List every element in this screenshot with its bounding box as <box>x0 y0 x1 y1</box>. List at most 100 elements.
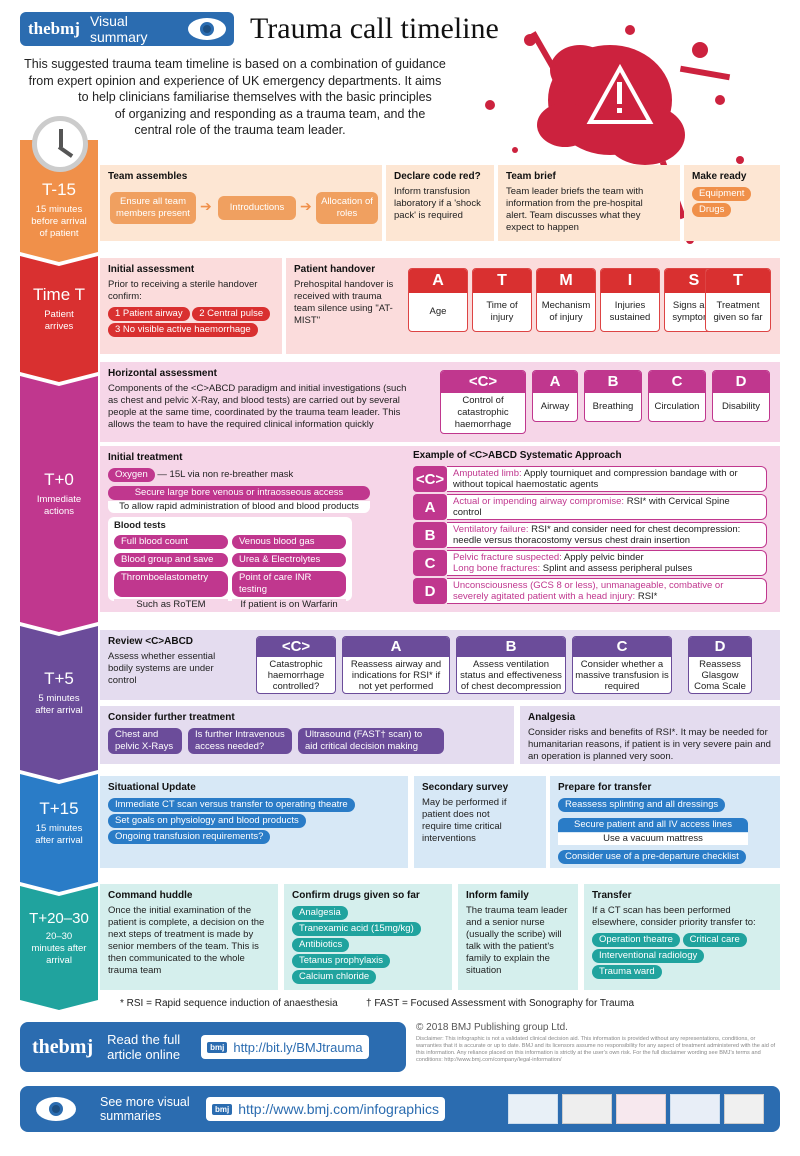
make-ready-panel: Make ready Equipment Drugs <box>684 165 780 241</box>
example-key: Unconsciousness (GCS 8 or less), unmanag… <box>453 580 724 602</box>
check-chip: 3 No visible active haemorrhage <box>108 323 258 337</box>
test-note: Such as RoTEM <box>114 599 228 611</box>
thumbnail[interactable] <box>616 1094 666 1124</box>
transfer-note: Use a vacuum mattress <box>558 833 748 845</box>
arrow-icon: ➔ <box>300 198 312 214</box>
review-cabcd-panel: Review <C>ABCD Assess whether essential … <box>100 630 780 700</box>
panel-text: The trauma team leader and a senior nurs… <box>466 905 568 976</box>
confirm-drugs-panel: Confirm drugs given so far Analgesia Tra… <box>284 884 452 990</box>
cabcd-letter: <C> <box>441 371 525 393</box>
atmist-letter: I <box>601 269 659 293</box>
review-desc: Consider whether a massive transfusion i… <box>575 658 669 692</box>
review-desc: Reassess airway and indications for RSI*… <box>350 658 442 692</box>
atmist-letter: T <box>706 269 770 293</box>
panel-heading: Initial assessment <box>108 264 195 275</box>
destination-chip: Operation theatre <box>592 933 680 947</box>
test-chip: Full blood count <box>114 535 228 549</box>
panel-text: Assess whether essential bodily systems … <box>108 651 216 686</box>
test-chip: Urea & Electrolytes <box>232 553 346 567</box>
example-letter: C <box>413 550 447 576</box>
example-text: Apply tourniquet and compression bandage… <box>453 468 738 490</box>
panel-text: Components of the <C>ABCD paradigm and i… <box>108 383 407 430</box>
test-chip: Venous blood gas <box>232 535 346 549</box>
test-chip: Blood group and save <box>114 553 228 567</box>
drug-chip: Tetanus prophylaxis <box>292 954 390 968</box>
panel-text: Prior to receiving a sterile handover co… <box>108 279 258 302</box>
example-key: Ventilatory failure: <box>453 524 529 535</box>
test-note: If patient is on Warfarin <box>232 599 346 611</box>
patient-handover-panel: Patient handover Prehospital handover is… <box>286 258 780 354</box>
thumbnail[interactable] <box>670 1094 720 1124</box>
cabcd-letter: B <box>585 371 641 393</box>
panel-heading: Team assembles <box>108 171 188 182</box>
flow-step: Introductions <box>218 196 296 220</box>
flow-step: Ensure all team members present <box>110 192 196 224</box>
transfer-chip: Consider use of a pre-departure checklis… <box>558 850 746 864</box>
time-label: T+20–30 <box>29 909 89 927</box>
thumbnail-strip[interactable] <box>508 1094 764 1124</box>
atmist-letter: T <box>473 269 531 293</box>
cabcd-box: D Disability <box>712 370 770 422</box>
disclaimer: Disclaimer: This infographic is not a va… <box>416 1036 776 1063</box>
example-text: Splint and assess peripheral pulses <box>540 563 693 574</box>
blood-tests-box: Blood tests Full blood count Venous bloo… <box>108 517 352 611</box>
update-chip: Immediate CT scan versus transfer to ope… <box>108 798 355 812</box>
thumbnail[interactable] <box>562 1094 612 1124</box>
access-chip: Secure large bore venous or intraosseous… <box>108 486 370 500</box>
cabcd-desc: Breathing <box>592 401 634 412</box>
atmist-desc: Time of injury <box>486 300 518 323</box>
panel-heading: Command huddle <box>108 890 193 901</box>
example-text: RSI* <box>635 591 658 602</box>
panel-heading: Horizontal assessment <box>108 368 217 379</box>
panel-text: Team leader briefs the team with informa… <box>506 186 644 233</box>
treatment-chip: Chest and pelvic X-Rays <box>108 728 182 754</box>
bmj-logo: thebmj <box>28 19 80 38</box>
cabcd-letter: D <box>713 371 769 393</box>
panel-text: Prehospital handover is received with tr… <box>294 279 394 326</box>
example-key: Long bone fractures: <box>453 563 541 574</box>
panel-heading: Declare code red? <box>394 171 481 182</box>
cabcd-desc: Disability <box>721 401 760 412</box>
visual-summary-badge: thebmj Visual summary <box>20 12 234 46</box>
drug-chip: Tranexamic acid (15mg/kg) <box>292 922 421 936</box>
treatment-chip: Ultrasound (FAST† scan) to aid critical … <box>298 728 444 754</box>
time-label: Time T <box>33 285 85 304</box>
transfer-chip: Reassess splinting and all dressings <box>558 798 726 812</box>
blood-tests-heading: Blood tests <box>114 520 166 531</box>
panel-heading: Review <C>ABCD <box>108 636 194 647</box>
ready-chip: Equipment <box>692 187 752 201</box>
cabcd-letter: C <box>649 371 705 393</box>
intro-line: to help clinicians familiarise themselve… <box>78 90 432 104</box>
review-letter: D <box>689 637 751 657</box>
intro-text: This suggested trauma team timeline is b… <box>20 56 450 139</box>
thumbnail[interactable] <box>724 1094 764 1124</box>
example-key: Pelvic fracture suspected: <box>453 552 562 563</box>
bmj-mini-icon: bmj <box>212 1103 233 1115</box>
atmist-desc: Age <box>429 306 447 317</box>
destination-chip: Interventional radiology <box>592 949 705 963</box>
panel-heading: Patient handover <box>294 264 376 275</box>
atmist-box: T Time of injury <box>472 268 532 332</box>
time-label: T-15 <box>41 180 77 199</box>
prepare-transfer-panel: Prepare for transfer Reassess splinting … <box>550 776 780 868</box>
review-letter: <C> <box>257 637 335 657</box>
thumbnail[interactable] <box>508 1094 558 1124</box>
situational-update-panel: Situational Update Immediate CT scan ver… <box>100 776 408 868</box>
fast-footnote: † FAST = Focused Assessment with Sonogra… <box>366 998 635 1009</box>
review-letter: B <box>457 637 565 657</box>
panel-heading: Situational Update <box>108 782 196 793</box>
time-label: T+0 <box>44 470 74 489</box>
panel-heading: Transfer <box>592 890 632 901</box>
